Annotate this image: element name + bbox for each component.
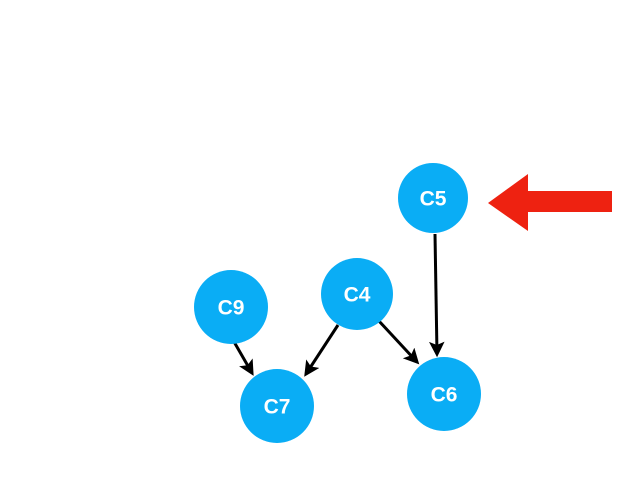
graph-edge-c4-c7 (304, 324, 340, 377)
graph-node-c5[interactable]: C5 (398, 163, 468, 233)
graph-edge-c9-c7 (231, 339, 254, 376)
node-circle-c7[interactable] (240, 369, 314, 443)
graph-node-c6[interactable]: C6 (407, 357, 481, 431)
node-label-c6: C6 (431, 384, 458, 407)
node-label-c5: C5 (420, 188, 447, 211)
node-label-c9: C9 (218, 297, 245, 320)
node-label-c4: C4 (344, 284, 371, 307)
graph-node-c7[interactable]: C7 (240, 369, 314, 443)
graph-node-c9[interactable]: C9 (194, 270, 268, 344)
graph-node-c4[interactable]: C4 (321, 258, 393, 330)
pointer-arrow-icon (488, 174, 612, 231)
node-circle-c6[interactable] (407, 357, 481, 431)
graph-edge-c5-c6 (428, 233, 445, 358)
node-label-c7: C7 (264, 396, 291, 419)
node-circle-c5[interactable] (398, 163, 468, 233)
node-circle-c9[interactable] (194, 270, 268, 344)
node-circle-c4[interactable] (321, 258, 393, 330)
graph-edge-c4-c6 (376, 318, 420, 365)
edges-layer (231, 233, 445, 377)
annotation-layer (488, 174, 612, 231)
